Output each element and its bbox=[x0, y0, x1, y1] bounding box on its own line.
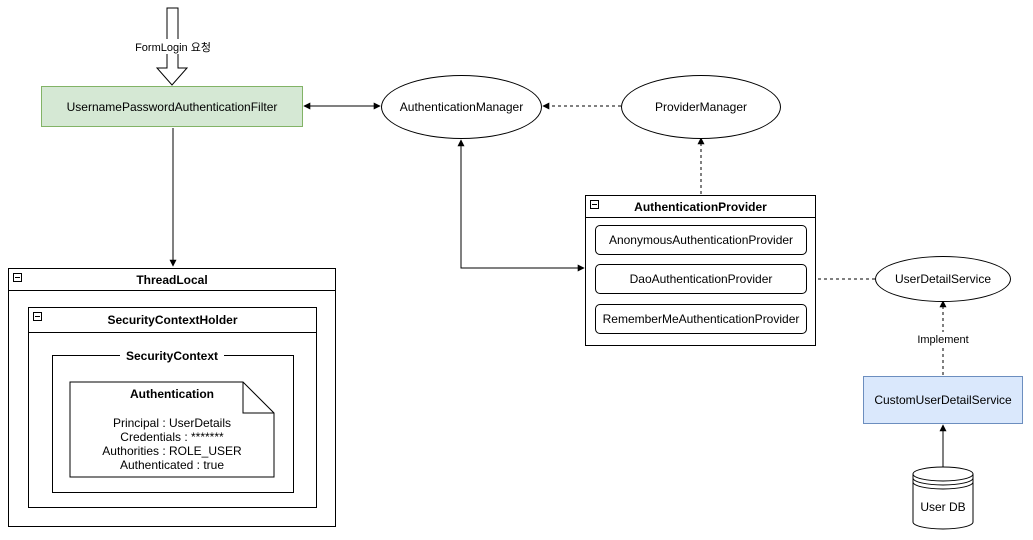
authentication-provider-container: AuthenticationProvider AnonymousAuthenti… bbox=[585, 195, 816, 346]
authentication-note-shape bbox=[69, 381, 275, 478]
implement-label: Implement bbox=[913, 332, 973, 347]
authmanager-authprovider-edge bbox=[457, 139, 585, 272]
authentication-details: Principal : UserDetails Credentials : **… bbox=[70, 416, 274, 472]
authentication-title: Authentication bbox=[130, 387, 214, 401]
user-db-label: User DB bbox=[920, 500, 966, 514]
security-context-title: SecurityContext bbox=[120, 348, 224, 363]
authentication-manager-node: AuthenticationManager bbox=[381, 75, 542, 139]
rememberme-provider-node: RememberMeAuthenticationProvider bbox=[595, 304, 807, 334]
title-divider bbox=[9, 290, 335, 291]
authenticated-text: Authenticated : true bbox=[119, 458, 225, 472]
security-context-holder-title: SecurityContextHolder bbox=[107, 313, 238, 327]
security-context-holder-container: SecurityContextHolder bbox=[28, 307, 317, 508]
thread-local-container: ThreadLocal bbox=[8, 268, 336, 527]
dao-provider-node: DaoAuthenticationProvider bbox=[595, 264, 807, 294]
title-divider bbox=[29, 332, 316, 333]
credentials-text: Credentials : ******* bbox=[120, 430, 224, 444]
provider-manager-node: ProviderManager bbox=[621, 75, 781, 139]
formlogin-request-label: FormLogin 요청 bbox=[128, 39, 218, 54]
principal-text: Principal : UserDetails bbox=[112, 416, 232, 430]
anonymous-provider-node: AnonymousAuthenticationProvider bbox=[595, 225, 807, 255]
custom-user-detail-service-node: CustomUserDetailService bbox=[863, 376, 1023, 424]
user-db-cylinder bbox=[912, 466, 974, 530]
collapse-icon[interactable] bbox=[590, 200, 599, 209]
authentication-provider-title: AuthenticationProvider bbox=[634, 200, 767, 214]
username-password-filter-node: UsernamePasswordAuthenticationFilter bbox=[41, 86, 303, 127]
authorities-text: Authorities : ROLE_USER bbox=[102, 444, 242, 458]
title-divider bbox=[586, 217, 815, 218]
collapse-icon[interactable] bbox=[13, 273, 22, 282]
authentication-note-fold bbox=[242, 382, 274, 414]
collapse-icon[interactable] bbox=[33, 312, 42, 321]
user-detail-service-node: UserDetailService bbox=[875, 256, 1011, 302]
thread-local-title: ThreadLocal bbox=[136, 273, 208, 287]
